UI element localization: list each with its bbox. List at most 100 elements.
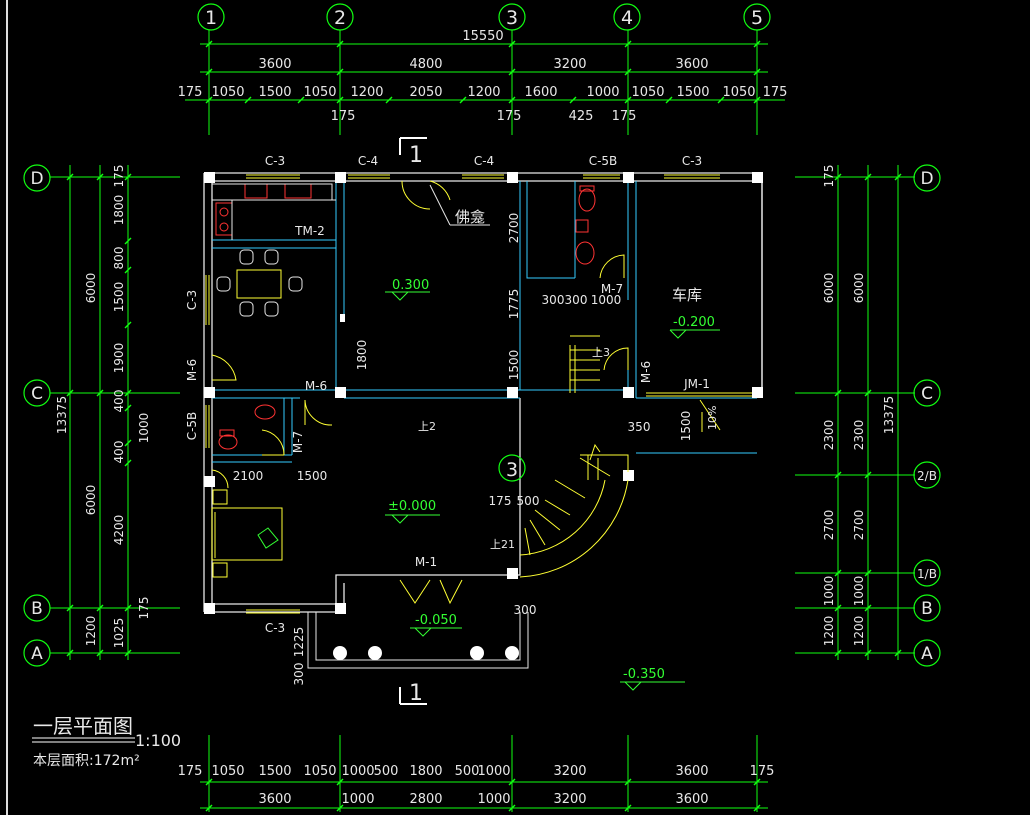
furniture [211,183,336,240]
top-dimension-text: 15550 3600 4800 3200 3600 175 1050 1500 … [178,29,788,124]
right-inner-dim-2: 6000 [852,273,866,304]
dimension-lines [69,43,899,809]
title-underline [32,737,135,743]
dim-stair-300b: 300 [565,293,588,307]
bottom-bay-dim-2: 1000 [341,792,374,807]
interior-walls [212,181,757,463]
grid-row-right-2b: 2/B [917,469,937,483]
top-sub-dim-4: 175 [612,109,637,124]
leaders [429,184,490,226]
grid-col-labels: 1 2 3 4 5 3 [205,7,763,481]
left-detail-dim-11: 1025 [112,618,126,649]
top-detail-dim-4: 1050 [303,85,336,100]
bottom-detail-dim-8: 500 [455,764,480,779]
left-major-dim-3: 1200 [84,616,98,647]
elevation-living: ±0.000 [388,499,436,514]
top-bay-dim-3: 3200 [553,57,586,72]
grid-col-1: 1 [205,7,217,29]
bottom-detail-dim-7: 1800 [409,764,442,779]
right-outer-dim-1: 6000 [822,273,836,304]
window-label-c5b-left: C-5B [185,412,199,441]
top-sub-dim-3: 425 [569,109,594,124]
left-detail-dim-5: 1900 [112,343,126,374]
elevation-labels: 0.300 -0.200 ±0.000 -0.050 -0.350 [388,278,715,682]
bottom-detail-dim-3: 1500 [258,764,291,779]
dim-stair-500: 500 [517,494,540,508]
grid-col-4: 4 [621,7,633,29]
dim-bed-2100: 2100 [233,469,264,483]
left-detail-dim-7: 1000 [137,413,151,444]
dimension-ticks [66,40,902,812]
right-outer-dim-4: 1000 [822,576,836,607]
grid-row-right-1b: 1/B [917,567,937,581]
left-detail-dim-10: 175 [137,597,151,620]
bottom-detail-dim-12: 175 [750,764,775,779]
porch [307,612,529,669]
bathroom-fixtures [215,183,596,450]
top-detail-dim-12: 1050 [722,85,755,100]
dim-porch-1225: 1225 [292,627,306,658]
top-detail-dim-13: 175 [763,85,788,100]
right-inner-dim-5: 1000 [852,576,866,607]
right-outer-dim-5: 1200 [822,616,836,647]
dim-stair-1500: 1500 [507,350,521,381]
left-detail-dim-4: 1500 [112,282,126,313]
right-outer-dim-2: 2300 [822,420,836,451]
left-overall-dim: 13375 [55,396,69,434]
grid-row-right-d: D [920,169,933,189]
stair-label-up2: 上2 [418,420,436,433]
opening-labels: C-3 C-4 C-4 C-5B C-3 C-3 C-5B C-3 TM-2 M… [185,154,710,635]
left-detail-dim-1: 175 [112,165,126,188]
bottom-detail-dim-5: 1000 [341,764,374,779]
floor-area: 本层面积:172m² [33,753,140,769]
right-outer-dim-3: 2700 [822,510,836,541]
door-label-m6-left: M-6 [185,359,199,381]
elevation-outside: -0.350 [623,667,665,682]
stair-labels: 上2 上3 上21 10% [418,346,719,551]
left-detail-dim-8: 400 [112,441,126,464]
bottom-dimension-text: 175 1050 1500 1050 1000 500 1800 500 100… [178,764,775,807]
bottom-detail-dim-2: 1050 [211,764,244,779]
bottom-detail-dim-4: 1050 [303,764,336,779]
grid-col-2: 2 [334,7,346,29]
section-labels: 1 1 [409,143,423,706]
elevation-garage: -0.200 [673,315,715,330]
right-inner-dim-1: 175 [822,165,836,188]
door-label-jm1: JM-1 [683,377,710,391]
section-mark-bottom: 1 [409,681,423,706]
grid-col-3: 3 [506,7,518,29]
door-label-m6-right: M-6 [639,361,653,383]
door-label-tm2: TM-2 [294,224,325,238]
dim-porch-300: 300 [514,603,537,617]
right-dimension-text: 13375 6000 2300 2700 1000 1200 175 6000 … [822,165,896,647]
misc-dimension-text: 2700 1775 1500 1800 300 300 1000 2100 15… [233,213,693,686]
right-inner-dim-4: 2700 [852,510,866,541]
grid-bubbles [23,3,941,667]
grid-row-right-b: B [921,599,933,619]
window-label-c3-bottom: C-3 [265,621,285,635]
left-major-dim-1: 6000 [84,273,98,304]
top-bay-dim-1: 3600 [258,57,291,72]
top-detail-dim-1: 175 [178,85,203,100]
windows [205,174,752,614]
dim-ramp-1500: 1500 [679,411,693,442]
porch-posts [333,646,519,660]
left-dimension-text: 13375 6000 6000 1200 175 1800 800 1500 1… [55,165,151,649]
stair-label-up3: 上3 [592,346,610,359]
bottom-detail-dim-6: 500 [374,764,399,779]
section-mark-top: 1 [409,143,423,168]
bottom-bay-dim-4: 1000 [477,792,510,807]
room-labels: 佛龛 车库 [455,208,702,304]
grid-col-5: 5 [751,7,763,29]
grid-row-left-b: B [31,599,43,619]
top-sub-dim-1: 175 [331,109,356,124]
top-detail-dim-2: 1050 [211,85,244,100]
door-label-m7-bath: M-7 [291,431,305,453]
top-detail-dim-3: 1500 [258,85,291,100]
left-detail-dim-6: 400 [112,390,126,413]
door-label-m7-right: M-7 [601,282,623,296]
dim-hall-1800: 1800 [355,340,369,371]
bottom-detail-dim-1: 175 [178,764,203,779]
structural-columns [204,172,763,614]
top-detail-dim-9: 1000 [586,85,619,100]
